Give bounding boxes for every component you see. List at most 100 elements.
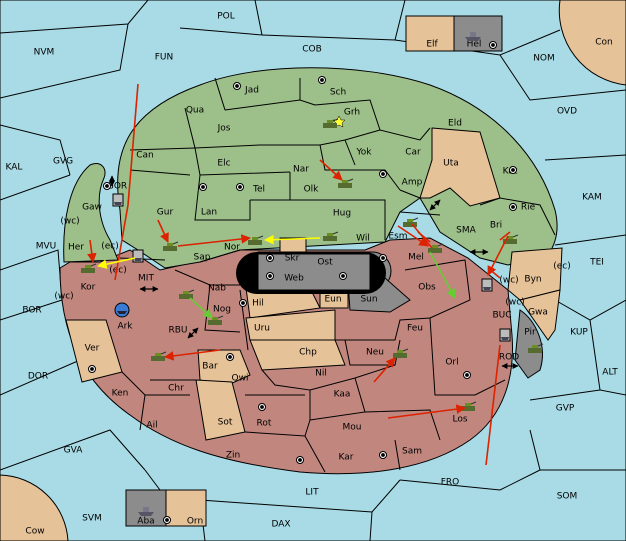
label-mel: Mel xyxy=(408,253,424,263)
ship-icon xyxy=(112,193,124,207)
supply-center-icon xyxy=(379,170,387,178)
label-gor: GOR xyxy=(107,182,127,192)
label-eun: Eun xyxy=(324,295,341,305)
two-way-arrow-icon xyxy=(187,327,199,339)
convoy-arrow xyxy=(189,297,213,319)
tank-icon xyxy=(323,231,339,241)
move-arrow xyxy=(417,231,431,243)
supply-centers xyxy=(88,41,517,524)
label-kar: Kar xyxy=(339,453,354,463)
label-grh: Grh xyxy=(344,108,360,118)
label-bri: Bri xyxy=(490,221,502,231)
territory-bar[interactable] xyxy=(197,349,251,386)
territory-cow[interactable] xyxy=(0,474,69,541)
ship-icon xyxy=(465,32,481,41)
supply-center-icon xyxy=(296,456,304,464)
label-sap: Sap xyxy=(194,253,211,263)
territory-pir[interactable] xyxy=(514,309,543,379)
label-alt: ALT xyxy=(602,368,618,378)
tank-icon xyxy=(163,241,179,251)
label-elf: Elf xyxy=(426,40,438,50)
label-fun: FUN xyxy=(155,53,174,63)
territory-ost-web-center[interactable] xyxy=(257,253,371,291)
territory-uta[interactable] xyxy=(419,127,501,207)
move-arrow xyxy=(177,234,251,247)
label-ost: Ost xyxy=(317,258,333,268)
label-ail: Ail xyxy=(146,421,157,431)
territory-gwa[interactable] xyxy=(519,289,561,341)
tank-icon xyxy=(179,289,195,299)
tank-icon xyxy=(428,243,444,253)
label-tel: Tel xyxy=(252,185,265,195)
label-bar: Bar xyxy=(202,362,218,372)
territory-orn[interactable] xyxy=(165,489,207,527)
label-ver: Ver xyxy=(85,344,100,354)
move-arrow xyxy=(499,231,511,241)
label-gva: GVA xyxy=(64,446,84,456)
label-ken: Ken xyxy=(112,389,129,399)
tank-icon xyxy=(403,217,419,227)
orders-support xyxy=(97,234,321,269)
label-her: Her xyxy=(68,243,84,253)
supply-center-icon xyxy=(509,203,517,211)
supply-center-icon xyxy=(163,516,171,524)
tank-icon xyxy=(338,178,354,188)
supply-center-icon xyxy=(379,254,387,262)
label-coast-wc-4: (wc) xyxy=(505,298,524,308)
label-lit: LIT xyxy=(305,488,319,498)
move-arrow xyxy=(319,159,343,181)
label-coast-ec-1: (ec) xyxy=(101,242,119,252)
label-fro: FRO xyxy=(441,478,460,488)
label-cob: COB xyxy=(302,45,322,55)
territory-elf[interactable] xyxy=(405,15,455,52)
label-mvu: MVU xyxy=(36,242,57,252)
territory-con[interactable] xyxy=(558,0,626,86)
supply-center-icon xyxy=(258,403,266,411)
label-orl: Orl xyxy=(445,358,458,368)
support-arrow xyxy=(97,257,136,269)
label-orn: Orn xyxy=(187,517,203,527)
supply-center-icon xyxy=(379,451,387,459)
supply-center-icon xyxy=(239,299,247,307)
ship-icon xyxy=(132,249,144,263)
label-sun: Sun xyxy=(360,295,377,305)
territory-gaw[interactable] xyxy=(63,163,119,263)
label-rod: ROD xyxy=(499,353,519,363)
label-jos: Jos xyxy=(217,124,231,134)
tank-icon xyxy=(528,343,544,353)
label-rie: Rie xyxy=(521,203,536,213)
neutral-territory-labels: Uta Skr Eun Hil Uru Chp Ver Bar Sot Byn … xyxy=(85,159,548,428)
territory-chp[interactable] xyxy=(249,339,346,371)
ship-icon xyxy=(114,302,130,318)
move-arrow xyxy=(387,404,466,419)
supply-center-icon xyxy=(199,183,207,191)
orders-move xyxy=(87,83,511,466)
gray-territory-labels: Web Ost Sun Pir xyxy=(284,258,536,338)
supply-center-icon xyxy=(318,76,326,84)
label-nor: Nor xyxy=(224,243,240,253)
label-hel: Hel xyxy=(467,40,482,50)
supply-center-icon xyxy=(226,353,234,361)
support-arrow xyxy=(264,234,321,245)
label-cow: Cow xyxy=(25,527,44,537)
label-qua: Qua xyxy=(186,106,204,116)
label-los: Los xyxy=(452,415,467,425)
label-byn: Byn xyxy=(524,275,541,285)
label-svm: SVM xyxy=(82,514,102,524)
label-kaa: Kaa xyxy=(334,390,351,400)
label-skr: Skr xyxy=(285,254,300,264)
tank-icon xyxy=(461,401,477,411)
label-nab: Nab xyxy=(208,284,226,294)
label-gwa: Gwa xyxy=(528,308,548,318)
label-gvp: GVP xyxy=(556,404,575,414)
label-amp: Amp xyxy=(402,178,423,188)
label-sam: Sam xyxy=(402,447,422,457)
two-way-arrow-icon xyxy=(429,199,441,211)
label-gur: Gur xyxy=(157,208,174,218)
label-nil: Nil xyxy=(315,369,327,379)
label-elc: Elc xyxy=(217,159,230,169)
label-wil: Wil xyxy=(356,234,370,244)
label-neu: Neu xyxy=(366,348,384,358)
